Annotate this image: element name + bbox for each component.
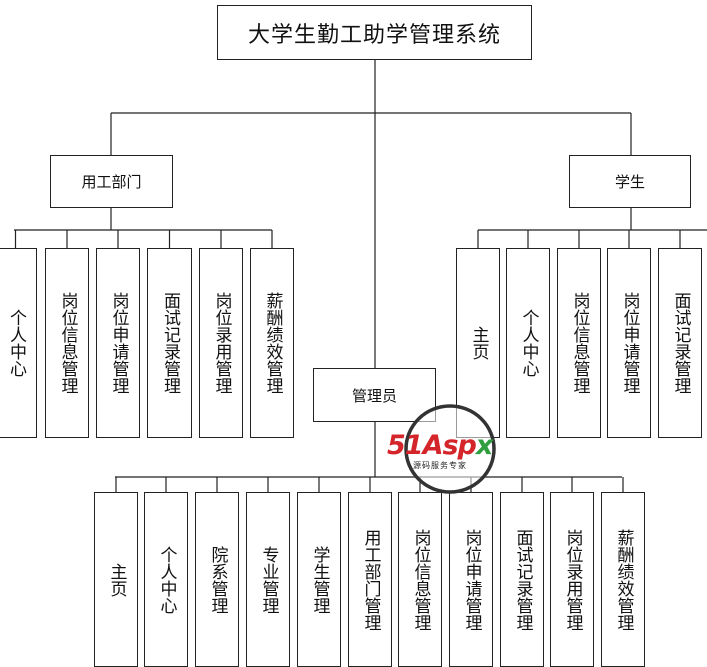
right-leaf-box: 岗位申请管理 xyxy=(607,248,651,438)
admin-leaf-label: 薪酬绩效管理 xyxy=(613,528,634,631)
admin-leaf-label: 主页 xyxy=(106,562,127,597)
admin-leaf-label: 面试记录管理 xyxy=(512,528,533,631)
left-leaf-box: 薪酬绩效管理 xyxy=(250,248,294,438)
left-leaf-box: 岗位信息管理 xyxy=(45,248,89,438)
left-leaf-box: 面试记录管理 xyxy=(147,248,192,438)
left-leaf-label: 岗位录用管理 xyxy=(211,292,232,394)
right-group-title: 学生 xyxy=(614,173,645,191)
left-leaf-box: 岗位申请管理 xyxy=(96,248,140,438)
left-leaf-box: 岗位录用管理 xyxy=(199,248,243,438)
admin-leaf-label: 专业管理 xyxy=(258,545,279,614)
admin-group-title: 管理员 xyxy=(351,386,397,405)
admin-leaf-box: 院系管理 xyxy=(195,492,239,667)
right-leaf-label: 主页 xyxy=(468,326,489,360)
admin-leaf-label: 学生管理 xyxy=(309,545,330,614)
admin-leaf-box: 岗位申请管理 xyxy=(449,492,493,667)
admin-leaf-box: 主页 xyxy=(94,492,138,667)
left-leaf-label: 岗位信息管理 xyxy=(57,292,78,394)
left-leaf-label: 岗位申请管理 xyxy=(108,292,129,394)
watermark-tagline: 源码服务专家 xyxy=(413,461,467,470)
left-leaf-box: 个人中心 xyxy=(0,248,37,438)
admin-leaf-label: 岗位申请管理 xyxy=(461,528,482,631)
admin-leaf-box: 个人中心 xyxy=(144,492,188,667)
left-leaf-label: 个人中心 xyxy=(6,309,26,377)
right-leaf-box: 岗位信息管理 xyxy=(557,248,601,438)
left-leaf-label: 薪酬绩效管理 xyxy=(262,292,283,394)
watermark-logo xyxy=(404,404,496,494)
right-leaf-label: 个人中心 xyxy=(518,309,539,377)
right-group-box: 学生 xyxy=(569,155,691,208)
root-title: 大学生勤工助学管理系统 xyxy=(247,22,501,48)
admin-leaf-box: 专业管理 xyxy=(246,492,290,667)
admin-leaf-label: 院系管理 xyxy=(207,545,228,614)
admin-leaf-box: 岗位录用管理 xyxy=(550,492,594,667)
admin-leaf-label: 个人中心 xyxy=(156,545,177,614)
org-chart-connectors xyxy=(14,60,707,492)
admin-leaf-box: 学生管理 xyxy=(297,492,341,667)
right-leaf-label: 面试记录管理 xyxy=(670,292,691,394)
admin-leaf-box: 面试记录管理 xyxy=(500,492,544,667)
admin-leaf-box: 薪酬绩效管理 xyxy=(601,492,645,667)
admin-group-box: 管理员 xyxy=(313,368,436,422)
right-leaf-label: 岗位申请管理 xyxy=(619,292,640,394)
watermark-brand: 51Aspx xyxy=(387,430,493,461)
left-group-title: 用工部门 xyxy=(81,173,142,191)
right-leaf-box: 个人中心 xyxy=(506,248,550,438)
right-leaf-label: 岗位信息管理 xyxy=(569,292,590,394)
admin-leaf-box: 用工部门管理 xyxy=(348,492,392,667)
admin-leaf-label: 岗位录用管理 xyxy=(562,528,583,631)
admin-leaf-label: 岗位信息管理 xyxy=(410,528,431,631)
root-box: 大学生勤工助学管理系统 xyxy=(217,5,532,60)
admin-leaf-label: 用工部门管理 xyxy=(360,528,381,631)
left-leaf-label: 面试记录管理 xyxy=(160,292,180,394)
left-group-box: 用工部门 xyxy=(50,155,173,208)
admin-leaf-box: 岗位信息管理 xyxy=(398,492,442,667)
right-leaf-box: 面试记录管理 xyxy=(658,248,702,438)
